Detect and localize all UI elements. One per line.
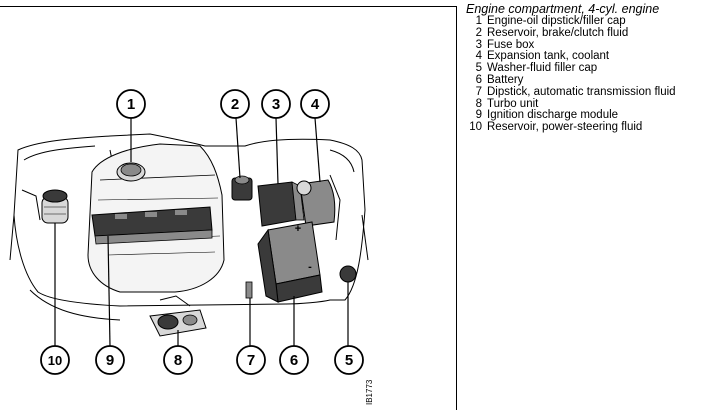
callout-8: 8 xyxy=(163,345,193,375)
legend-number: 2 xyxy=(475,26,482,39)
frame-top-border xyxy=(0,6,456,7)
legend-label: Turbo unit xyxy=(487,97,539,110)
coolant-expansion-tank xyxy=(296,179,336,227)
callout-1-label: 1 xyxy=(127,96,135,113)
engine-bay-outline xyxy=(9,133,369,321)
callout-4: 4 xyxy=(300,89,330,119)
washer-fluid-cap xyxy=(339,265,357,283)
frame-right-border xyxy=(456,6,457,410)
legend-label: Washer-fluid filler cap xyxy=(487,62,598,75)
legend-item: 5 Washer-fluid filler cap xyxy=(462,62,702,75)
legend-number: 6 xyxy=(475,73,482,86)
fuse-box xyxy=(257,181,305,227)
legend-item: 6 Battery xyxy=(462,73,702,87)
legend-item: 3 Fuse box xyxy=(462,38,702,52)
leader-lines xyxy=(54,117,349,347)
legend-label: Reservoir, brake/clutch fluid xyxy=(487,26,629,39)
callout-10: 10 xyxy=(40,345,70,375)
callout-5-label: 5 xyxy=(345,352,353,369)
atf-dipstick xyxy=(245,281,253,299)
legend-number: 3 xyxy=(475,38,482,51)
legend-item: 9 Ignition discharge module xyxy=(462,110,702,122)
legend-number: 10 xyxy=(469,121,482,134)
legend-label: Expansion tank, coolant xyxy=(487,50,610,63)
callout-2-label: 2 xyxy=(231,96,239,113)
caption-title: Engine compartment, 4-cyl. engine xyxy=(466,2,660,16)
legend-number: 7 xyxy=(475,85,482,98)
legend-label: Engine-oil dipstick/filler cap xyxy=(487,15,626,27)
legend-item: 4 Expansion tank, coolant xyxy=(462,51,702,63)
legend-label: Ignition discharge module xyxy=(487,109,619,122)
legend-number: 9 xyxy=(475,109,482,122)
figure-caption: Engine compartment, 4-cyl. engine 1 Engin… xyxy=(462,2,702,134)
legend-label: Battery xyxy=(487,73,524,86)
legend-label: Dipstick, automatic transmission fluid xyxy=(487,85,676,98)
oil-filler-cap xyxy=(116,162,146,182)
callout-5: 5 xyxy=(334,345,364,375)
callout-6: 6 xyxy=(279,345,309,375)
battery: + - xyxy=(257,221,323,303)
legend-label: Fuse box xyxy=(487,38,535,51)
callout-3: 3 xyxy=(261,89,291,119)
engine-drawing: + - xyxy=(9,89,374,405)
legend-number: 1 xyxy=(475,15,482,27)
brake-fluid-reservoir xyxy=(231,175,253,201)
callout-8-label: 8 xyxy=(174,352,182,369)
legend-item: 10 Reservoir, power-steering fluid xyxy=(462,121,702,134)
legend-number: 5 xyxy=(475,62,482,75)
legend-number: 8 xyxy=(475,97,482,110)
legend-item: 8 Turbo unit xyxy=(462,97,702,111)
callout-4-label: 4 xyxy=(311,96,320,113)
callout-1: 1 xyxy=(116,89,146,119)
legend-item: 1 Engine-oil dipstick/filler cap xyxy=(462,15,702,28)
callout-3-label: 3 xyxy=(272,96,280,113)
callout-6-label: 6 xyxy=(290,352,298,369)
battery-plus-label: + xyxy=(295,223,301,235)
legend-item: 7 Dipstick, automatic transmission fluid xyxy=(462,85,702,99)
callout-10-label: 10 xyxy=(48,353,62,368)
engine-compartment-diagram: + - xyxy=(0,6,457,410)
callout-7: 7 xyxy=(236,345,266,375)
power-steering-reservoir xyxy=(41,189,69,224)
image-code: IB1773 xyxy=(365,379,374,405)
callout-2: 2 xyxy=(220,89,250,119)
legend-number: 4 xyxy=(475,50,482,63)
turbo-unit xyxy=(149,295,207,337)
callout-9: 9 xyxy=(95,345,125,375)
battery-minus-label: - xyxy=(308,261,312,273)
callout-9-label: 9 xyxy=(106,352,114,369)
legend-label: Reservoir, power-steering fluid xyxy=(487,121,643,134)
legend-item: 2 Reservoir, brake/clutch fluid xyxy=(462,26,702,40)
ignition-discharge-module xyxy=(91,206,213,245)
callout-7-label: 7 xyxy=(247,352,255,369)
